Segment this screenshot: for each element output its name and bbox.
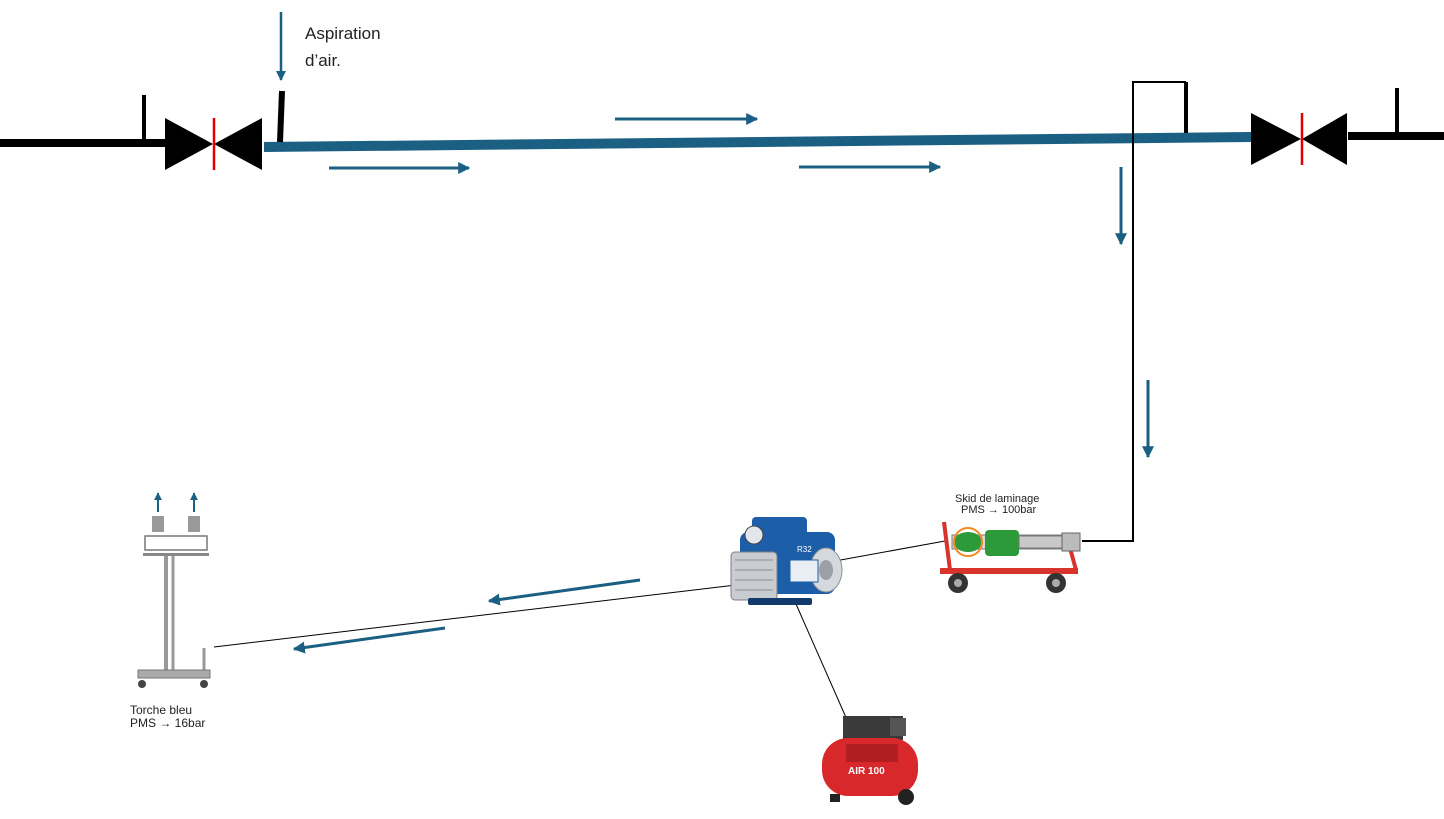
- air-intake-label-line1: Aspiration: [305, 24, 381, 43]
- left-valve-icon: [165, 118, 262, 170]
- flow-arrow-icon: [487, 578, 641, 606]
- flow-arrows: [292, 113, 1154, 654]
- skid-icon: [940, 521, 1081, 593]
- pump-to-torch-line: [213, 584, 737, 648]
- vacuum-pump-icon: R32: [730, 517, 843, 605]
- right-valve-icon: [1251, 113, 1347, 165]
- skid-label: Skid de laminage PMS → 100bar: [955, 494, 1039, 516]
- skid-title: Skid de laminage: [955, 493, 1040, 505]
- air-intake-label: Aspiration d’air.: [305, 20, 381, 74]
- compressor-icon: AIR 100: [822, 716, 918, 805]
- takeoff-line: [1082, 81, 1186, 542]
- pump-to-compressor-line: [795, 603, 849, 723]
- svg-text:R32: R32: [797, 545, 812, 554]
- torch-label: Torche bleu PMS → 16bar: [130, 704, 205, 730]
- flow-arrow-icon: [292, 626, 446, 654]
- main-pipeline: [263, 132, 1252, 152]
- torch-pms: PMS → 16bar: [130, 716, 206, 730]
- torch-title: Torche bleu: [130, 703, 193, 717]
- skid-pms: PMS → 100bar: [961, 504, 1037, 516]
- skid-to-pump-line: [834, 540, 946, 562]
- air-intake-label-line2: d’air.: [305, 51, 341, 70]
- air-intake-stub: [277, 90, 285, 143]
- flare-torch-icon: [137, 492, 211, 688]
- svg-text:AIR 100: AIR 100: [848, 766, 885, 777]
